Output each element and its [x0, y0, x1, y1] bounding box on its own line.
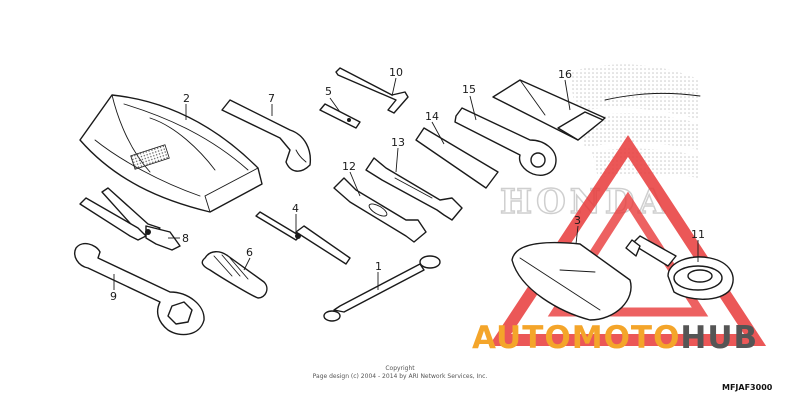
- callout-16: 16: [558, 68, 572, 81]
- tool-bag: [79, 94, 263, 213]
- manual-pouch: [492, 79, 606, 141]
- pin-spanner: [221, 99, 312, 172]
- pliers: [79, 187, 181, 251]
- callout-5: 5: [325, 85, 332, 98]
- copyright-line-1: Copyright: [385, 365, 415, 372]
- automotohub-wordmark: AUTOMOTOHUB: [472, 320, 758, 356]
- socket-wrench: [625, 235, 734, 300]
- open-end-wrench-large: [365, 157, 463, 221]
- logo-part-moto: MOTO: [572, 320, 681, 356]
- callout-4: 4: [292, 202, 299, 215]
- allen-wrench: [335, 67, 409, 114]
- callout-1: 1: [375, 260, 382, 273]
- cable-lock: [323, 255, 441, 322]
- callout-9: 9: [110, 290, 117, 303]
- logo-part-hub: HUB: [680, 320, 758, 356]
- callout-7: 7: [268, 92, 275, 105]
- callout-leaders: [113, 77, 699, 290]
- extension-bar: [415, 127, 499, 189]
- callout-10: 10: [389, 66, 403, 79]
- callout-3: 3: [574, 214, 581, 227]
- screwdriver: [255, 211, 351, 265]
- ring-spanner: [74, 242, 205, 336]
- callout-8: 8: [182, 232, 189, 245]
- callout-2: 2: [183, 92, 190, 105]
- small-hex-key: [319, 103, 361, 129]
- callout-13: 13: [391, 136, 405, 149]
- callout-11: 11: [691, 228, 705, 241]
- copyright-line-2: Page design (c) 2004 - 2014 by ARI Netwo…: [313, 373, 488, 380]
- callout-15: 15: [462, 83, 476, 96]
- callout-12: 12: [342, 160, 356, 173]
- box-wrench: [454, 107, 557, 176]
- screwdriver-handle: [201, 251, 268, 299]
- wing-watermark: [570, 64, 701, 178]
- small-pouch: [511, 241, 632, 321]
- logo-part-auto: AUTO: [472, 320, 572, 356]
- part-code: MFJAF3000: [722, 383, 773, 392]
- callout-6: 6: [246, 246, 253, 259]
- callout-14: 14: [425, 110, 439, 123]
- open-end-wrench-small: [333, 177, 427, 243]
